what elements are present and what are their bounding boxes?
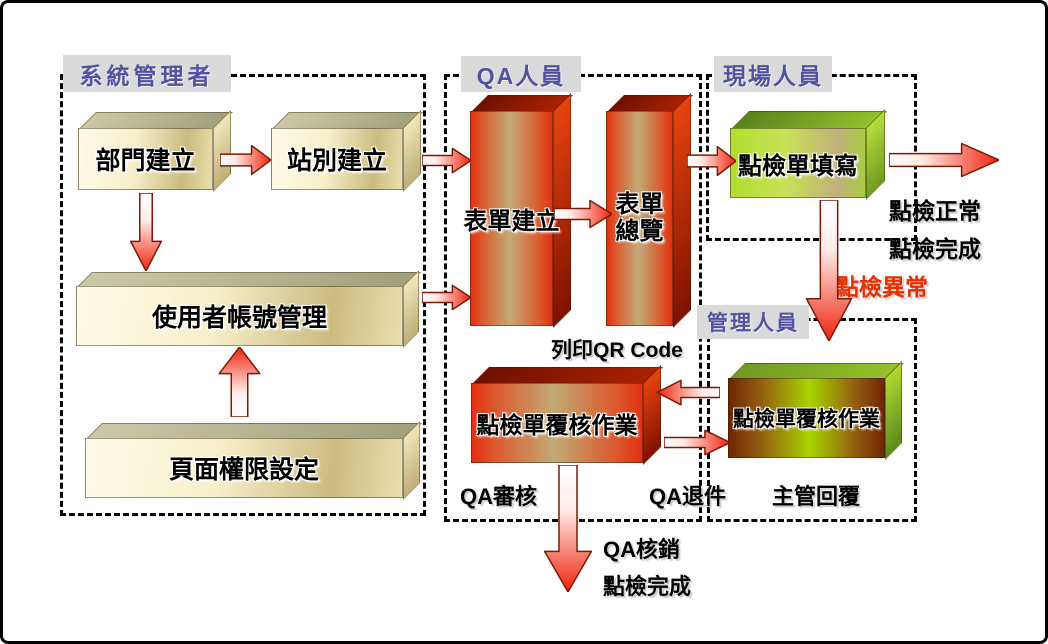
qa-review-box: 點檢單覆核作業 <box>471 365 663 465</box>
qa-writeoff-label: QA核銷 <box>603 537 681 562</box>
dept-create-box-label: 部門建立 <box>78 128 213 190</box>
dept-create-box: 部門建立 <box>78 110 233 192</box>
form-create-box: 表單建立 <box>464 93 573 328</box>
right-arrow-icon <box>664 429 730 456</box>
form-overview-box-label: 表單 總覽 <box>606 111 673 326</box>
arrow-dept-to-account <box>129 193 163 271</box>
right-arrow-icon <box>422 147 471 174</box>
arrow-overview-to-checklist <box>687 145 736 177</box>
station-create-box-label: 站別建立 <box>271 128 403 190</box>
arrow-manager-to-qa-review <box>657 379 720 406</box>
arrow-account-to-formcreate <box>422 284 471 311</box>
manager-review-box: 點檢單覆核作業 <box>728 361 904 460</box>
section-label-admin: 系統管理者 <box>63 55 231 92</box>
right-arrow-icon <box>554 199 612 229</box>
section-label-qa-text: QA人員 <box>476 63 566 89</box>
qa-review-box-label: 點檢單覆核作業 <box>471 383 643 463</box>
check-complete-bottom-label: 點檢完成 <box>603 574 692 599</box>
check-complete-right-label: 點檢完成 <box>889 236 981 262</box>
arrow-checklist-abnormal-down <box>803 200 855 341</box>
section-label-qa: QA人員 <box>461 56 581 92</box>
arrow-station-to-formcreate <box>422 147 471 174</box>
user-account-box: 使用者帳號管理 <box>76 270 421 348</box>
right-arrow-icon <box>220 144 271 176</box>
form-overview-line2: 總覽 <box>615 217 664 245</box>
section-label-manager-text: 管理人員 <box>707 312 799 335</box>
manager-review-box-side <box>885 361 902 460</box>
down-arrow-icon <box>541 465 595 592</box>
page-permission-box-label: 頁面權限設定 <box>85 438 403 498</box>
qa-audit-label: QA審核 <box>460 484 538 509</box>
form-overview-box-lines: 表單 總覽 <box>615 190 664 246</box>
manager-reply-label: 主管回覆 <box>772 484 861 509</box>
down-arrow-icon <box>129 193 163 271</box>
page-permission-box: 頁面權限設定 <box>85 421 422 500</box>
check-normal-label: 點檢正常 <box>889 198 981 224</box>
right-arrow-icon <box>422 284 471 311</box>
manager-section-border <box>707 318 917 522</box>
left-arrow-icon <box>657 379 720 406</box>
arrow-qa-review-to-manager <box>664 429 730 456</box>
form-overview-box: 表單 總覽 <box>606 93 693 328</box>
arrow-permission-to-account <box>217 347 262 417</box>
arrow-checklist-normal-out <box>889 141 999 179</box>
station-create-box: 站別建立 <box>271 110 423 192</box>
user-account-box-label: 使用者帳號管理 <box>76 286 403 346</box>
right-arrow-icon <box>687 145 736 177</box>
checklist-fill-box-label: 點檢單填寫 <box>730 128 866 198</box>
down-arrow-icon <box>803 200 855 341</box>
form-overview-box-side <box>673 93 691 328</box>
arrow-qa-review-down <box>541 465 595 592</box>
section-label-field: 現場人員 <box>714 56 832 92</box>
manager-review-box-label: 點檢單覆核作業 <box>728 378 885 458</box>
print-qr-label: 列印QR Code <box>551 339 683 362</box>
section-label-manager: 管理人員 <box>697 305 809 339</box>
check-abnormal-label: 點檢異常 <box>836 274 928 300</box>
form-create-box-label: 表單建立 <box>464 111 560 326</box>
right-arrow-icon <box>889 141 999 179</box>
arrow-formcreate-to-overview <box>554 199 612 229</box>
section-label-admin-text: 系統管理者 <box>79 62 215 89</box>
qa-reject-label: QA退件 <box>649 484 727 509</box>
arrow-dept-to-station <box>220 144 271 176</box>
section-label-field-text: 現場人員 <box>723 63 823 89</box>
up-arrow-icon <box>217 347 262 417</box>
checklist-fill-box: 點檢單填寫 <box>730 109 887 200</box>
form-overview-line1: 表單 <box>615 190 664 218</box>
